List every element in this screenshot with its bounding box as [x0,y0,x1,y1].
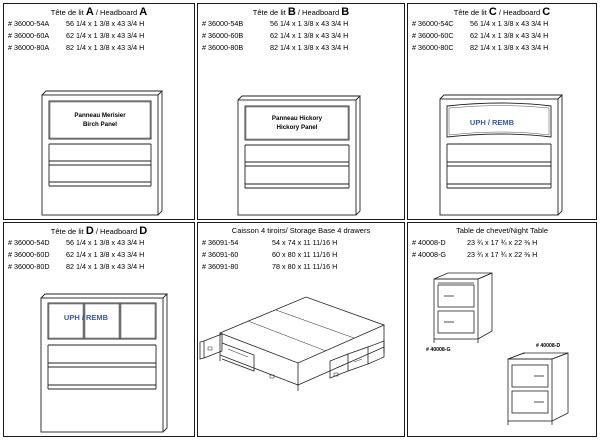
night-table-drawing: # 40008-G # 40008-D [426,272,569,425]
panel-title: Tête de lit B / Headboard B [252,6,350,18]
storage-base-panel: Caisson 4 tiroirs/ Storage Base 4 drawer… [197,222,405,437]
headboard-b-drawing: Panneau Hickory Hickory Panel [237,95,362,216]
panel-material-label: Panneau Merisier [74,112,126,119]
panel-material-label: Panneau Hickory [272,115,323,122]
panel-title: Tête de lit C / Headboard C [453,6,551,18]
uph-label: UPH / REMB [470,118,515,127]
storage-base-drawing [199,296,386,391]
panel-title: Table de chevet/Night Table [455,226,548,235]
panel-title: Tête de lit A / Headboard A [50,6,148,18]
uph-label: UPH / REMB [64,313,109,322]
night-table-d-label: # 40008-D [536,343,560,349]
night-table-g-label: # 40008-G [426,347,451,353]
panel-material-label: Hickory Panel [277,124,318,131]
headboard-a-drawing: Panneau Merisier Birch Panel [41,90,164,216]
panel-title: Tête de lit D / Headboard D [50,225,148,237]
headboard-d-drawing: UPH / REMB [40,293,169,433]
panel-material-label: Birch Panel [83,121,117,128]
panel-title: Caisson 4 tiroirs/ Storage Base 4 drawer… [231,226,371,235]
headboard-c-drawing: UPH / REMB [439,94,564,216]
